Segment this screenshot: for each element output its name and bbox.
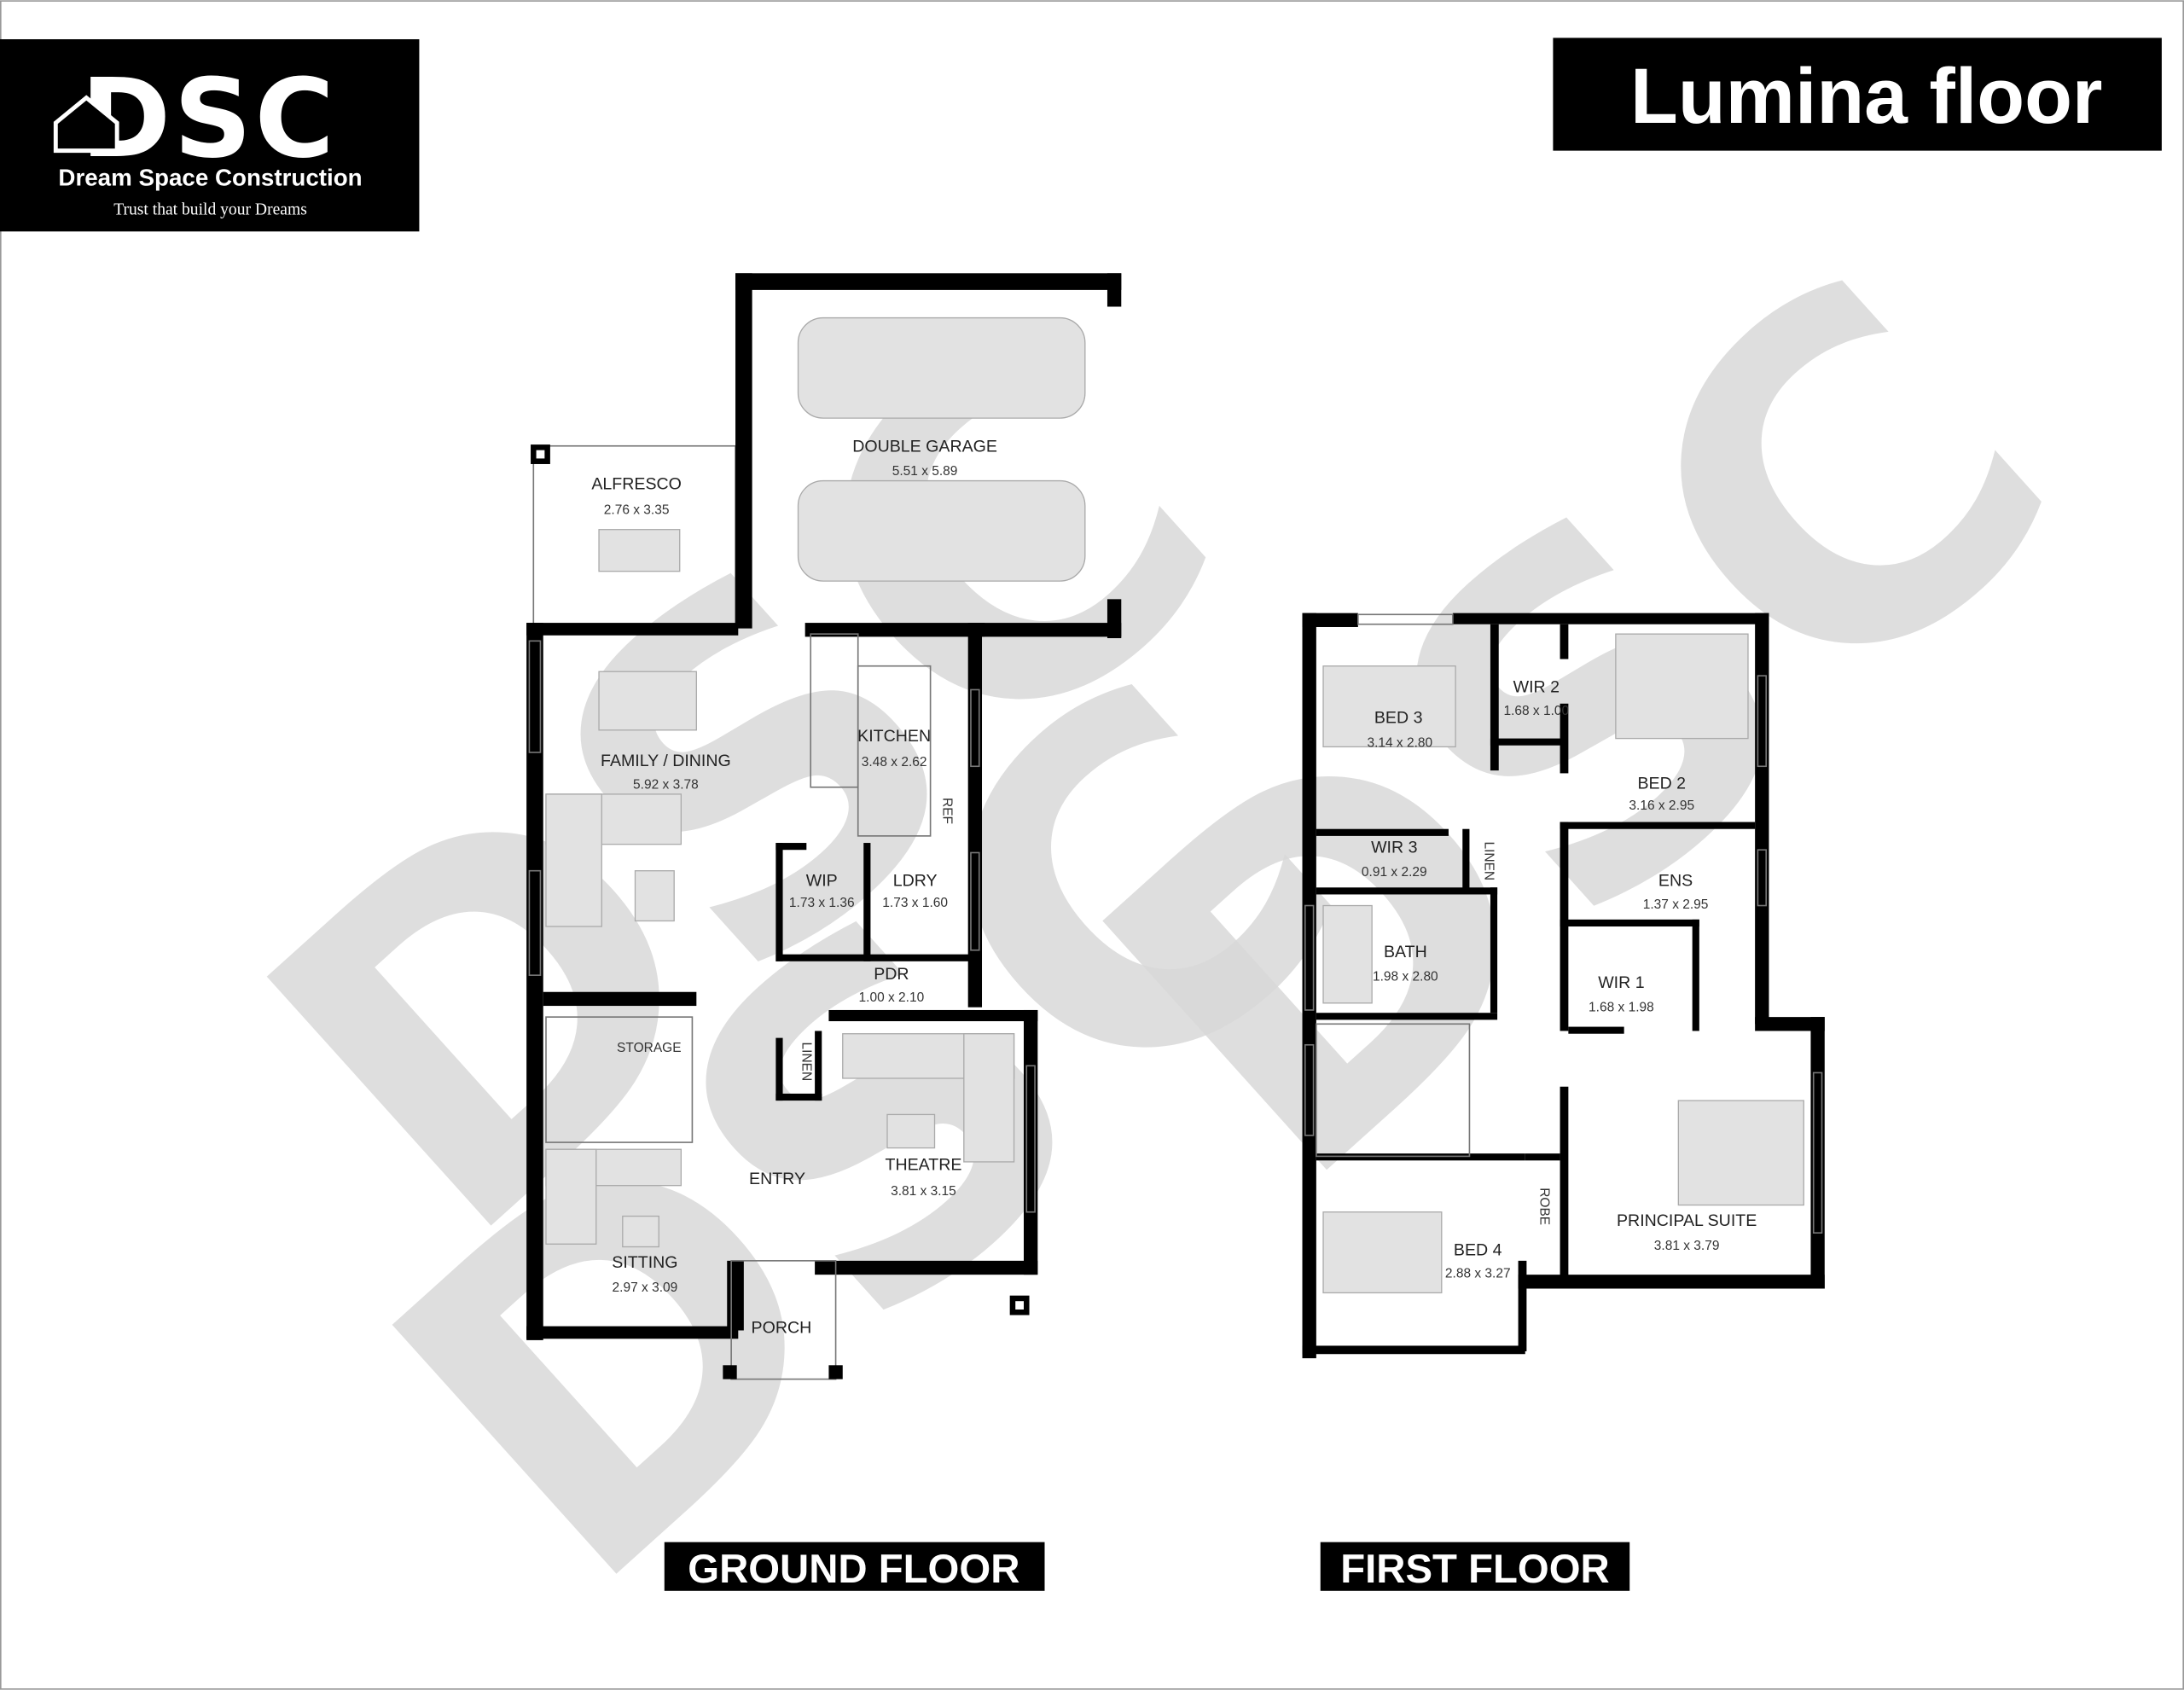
room-name-ref: REF [939,798,954,824]
room-dims-wir-1: 1.68 x 1.98 [1589,1001,1654,1015]
room-dims-ensuite: 1.37 x 2.95 [1643,897,1709,912]
room-dims-double-garage: 5.51 x 5.89 [892,464,958,479]
room-dims-wir-3: 0.91 x 2.29 [1362,865,1427,880]
room-dims-laundry: 1.73 x 1.60 [882,896,948,910]
room-name-ensuite: ENS [1658,872,1693,891]
room-dims-bed-4: 2.88 x 3.27 [1445,1266,1511,1281]
car-icon [797,479,1086,582]
first-floor-label-text: FIRST FLOOR [1340,1547,1610,1592]
room-name-alfresco: ALFRESCO [591,474,682,493]
room-dims-powder-room: 1.00 x 2.10 [859,990,925,1005]
room-dims-sitting: 2.97 x 3.09 [613,1281,678,1295]
room-name-kitchen: KITCHEN [857,727,931,746]
room-dims-theatre: 3.81 x 3.15 [891,1184,956,1199]
room-name-family-dining: FAMILY / DINING [601,752,731,770]
room-name-powder-room: PDR [874,965,909,984]
first-floor-room-labels: BED 3 3.14 x 2.80 WIR 2 1.68 x 1.00 BED … [1362,678,1757,1281]
house-icon [53,95,119,154]
logo-company-name: Dream Space Construction [58,164,362,190]
logo-tagline: Trust that build your Dreams [113,201,307,219]
page-title: Lumina floor [1553,38,2162,151]
room-dims-family-dining: 5.92 x 3.78 [633,777,699,792]
car-icon [797,317,1086,419]
room-dims-bed-2: 3.16 x 2.95 [1629,799,1694,813]
room-name-wir-2: WIR 2 [1513,678,1560,697]
room-name-wir-3: WIR 3 [1371,838,1417,857]
ground-floor-label: GROUND FLOOR [664,1542,1045,1592]
room-name-sitting: SITTING [612,1253,677,1272]
logo-letters: DSC [81,56,338,183]
room-name-wip: WIP [806,872,838,891]
page-title-text: Lumina floor [1630,53,2102,140]
room-name-bed-2: BED 2 [1637,774,1686,793]
room-name-linen: LINEN [799,1042,813,1082]
room-name-porch: PORCH [752,1319,812,1338]
ground-floor-label-text: GROUND FLOOR [688,1547,1019,1592]
room-name-linen-first: LINEN [1481,841,1496,880]
room-name-laundry: LDRY [893,872,938,891]
room-name-wir-1: WIR 1 [1598,973,1644,992]
room-name-bath: BATH [1384,943,1427,961]
room-dims-wip: 1.73 x 1.36 [789,896,855,910]
room-dims-wir-2: 1.68 x 1.00 [1503,704,1569,718]
company-logo: DSC Dream Space Construction Trust that … [0,39,420,232]
room-dims-alfresco: 2.76 x 3.35 [604,503,670,518]
room-dims-bed-3: 3.14 x 2.80 [1367,735,1432,750]
ground-floor-room-labels: ALFRESCO 2.76 x 3.35 DOUBLE GARAGE 5.51 … [591,437,997,1337]
ground-floor-plan [526,273,1122,1380]
room-name-theatre: THEATRE [885,1156,961,1175]
room-dims-bath: 1.98 x 2.80 [1373,970,1438,984]
room-name-storage: STORAGE [617,1041,682,1055]
room-name-bed-4: BED 4 [1454,1240,1502,1259]
room-dims-principal-suite: 3.81 x 3.79 [1654,1239,1720,1253]
first-floor-label: FIRST FLOOR [1320,1542,1630,1592]
room-name-robe: ROBE [1537,1188,1552,1225]
room-dims-kitchen: 3.48 x 2.62 [862,755,927,770]
room-name-entry: ENTRY [749,1170,805,1188]
room-name-bed-3: BED 3 [1374,709,1423,728]
room-name-double-garage: DOUBLE GARAGE [852,437,997,456]
room-name-principal-suite: PRINCIPAL SUITE [1617,1211,1757,1230]
first-floor-plan [1302,613,1825,1359]
